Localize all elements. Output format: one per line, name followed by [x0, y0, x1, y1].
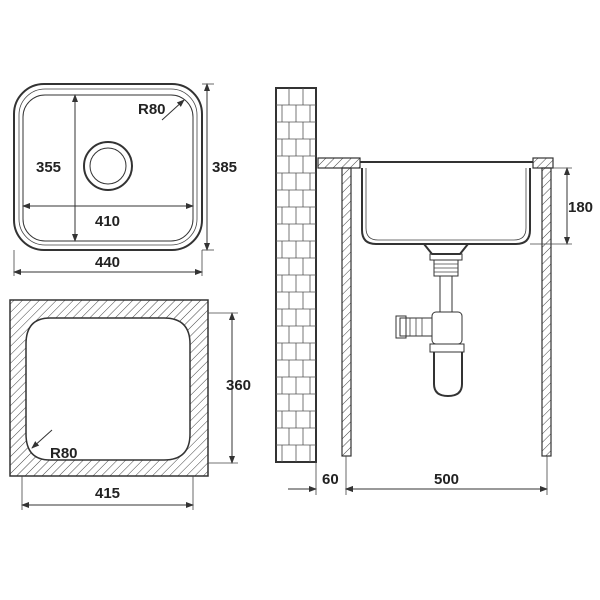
- drain-outer: [83, 141, 133, 191]
- cutout-radius-leader: [31, 429, 53, 449]
- bottle-trap: [395, 243, 469, 398]
- top-bowl: [22, 94, 194, 242]
- top-outer-rim: [13, 83, 203, 251]
- sink-bowl-inner: [365, 168, 527, 241]
- top-radius-label: R80: [138, 101, 166, 118]
- tile-grid: [276, 88, 316, 462]
- dim-440-label: 440: [95, 254, 120, 271]
- cutout-view: R80 360 415: [9, 299, 251, 510]
- dim-415-label: 415: [95, 485, 120, 502]
- top-radius-leader: [161, 99, 185, 121]
- side-section-view: 180 60 500: [275, 87, 593, 495]
- dim-180-label: 180: [568, 199, 593, 216]
- cabinet-panel-right: [541, 167, 552, 457]
- countertop-left: [317, 157, 361, 169]
- top-inner-rim: [18, 88, 198, 246]
- dim-410-label: 410: [95, 213, 120, 230]
- sink-bowl-section: [360, 161, 533, 245]
- tile-wall: [275, 87, 317, 463]
- dim-355-label: 355: [36, 159, 61, 176]
- dim-385-label: 385: [212, 159, 237, 176]
- dim-360-label: 360: [226, 377, 251, 394]
- cutout-radius-label: R80: [50, 445, 78, 462]
- cabinet-panel-left: [341, 167, 352, 457]
- dim-60-label: 60: [322, 471, 339, 488]
- drain-inner: [89, 147, 127, 185]
- countertop-right: [532, 157, 554, 169]
- cutout-hatched-frame: [9, 299, 209, 477]
- dim-500-label: 500: [434, 471, 459, 488]
- top-view: R80 355 410 385 440: [13, 83, 237, 276]
